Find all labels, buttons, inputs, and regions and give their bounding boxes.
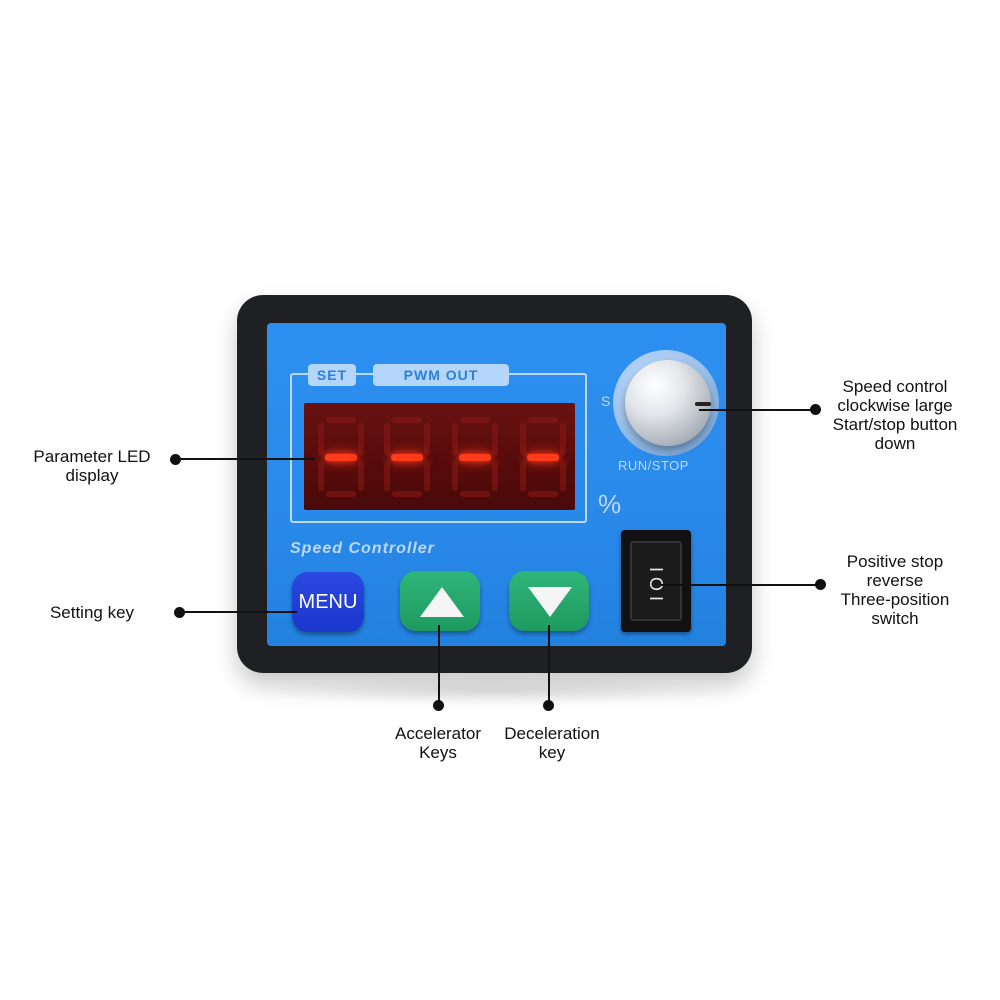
callout-accelerator: Accelerator Keys	[395, 724, 481, 762]
led-digit	[318, 417, 364, 497]
callout-line	[175, 458, 315, 460]
device-shadow	[250, 676, 740, 706]
speed-controller-label: Speed Controller	[290, 540, 435, 557]
callout-dot	[543, 700, 554, 711]
callout-dot	[815, 579, 826, 590]
led-digit	[520, 417, 566, 497]
callout-line	[660, 584, 820, 586]
run-stop-label: RUN/STOP	[618, 458, 689, 473]
percent-symbol: %	[598, 489, 622, 519]
callout-dot	[810, 404, 821, 415]
callout-setting-key: Setting key	[49, 603, 135, 622]
knob-s-label: S	[601, 393, 611, 409]
callout-dot	[433, 700, 444, 711]
three-position-switch[interactable]: I O I	[630, 541, 682, 621]
menu-button[interactable]: MENU	[292, 572, 364, 632]
led-digit	[384, 417, 430, 497]
down-arrow-icon	[528, 587, 572, 617]
callout-line	[438, 625, 440, 705]
knob-indicator	[695, 402, 711, 406]
callout-line	[699, 409, 815, 411]
led-display	[304, 403, 575, 510]
callout-line	[548, 625, 550, 705]
set-tag: SET	[308, 364, 356, 386]
callout-three-position-switch: Positive stop reverse Three-position swi…	[840, 552, 950, 628]
pwm-out-tag: PWM OUT	[373, 364, 509, 386]
led-digit	[452, 417, 498, 497]
callout-speed-control: Speed control clockwise large Start/stop…	[832, 377, 958, 453]
up-arrow-icon	[420, 587, 464, 617]
callout-line	[179, 611, 297, 613]
callout-parameter-display: Parameter LED display	[33, 447, 151, 485]
callout-deceleration: Deceleration key	[504, 724, 600, 762]
